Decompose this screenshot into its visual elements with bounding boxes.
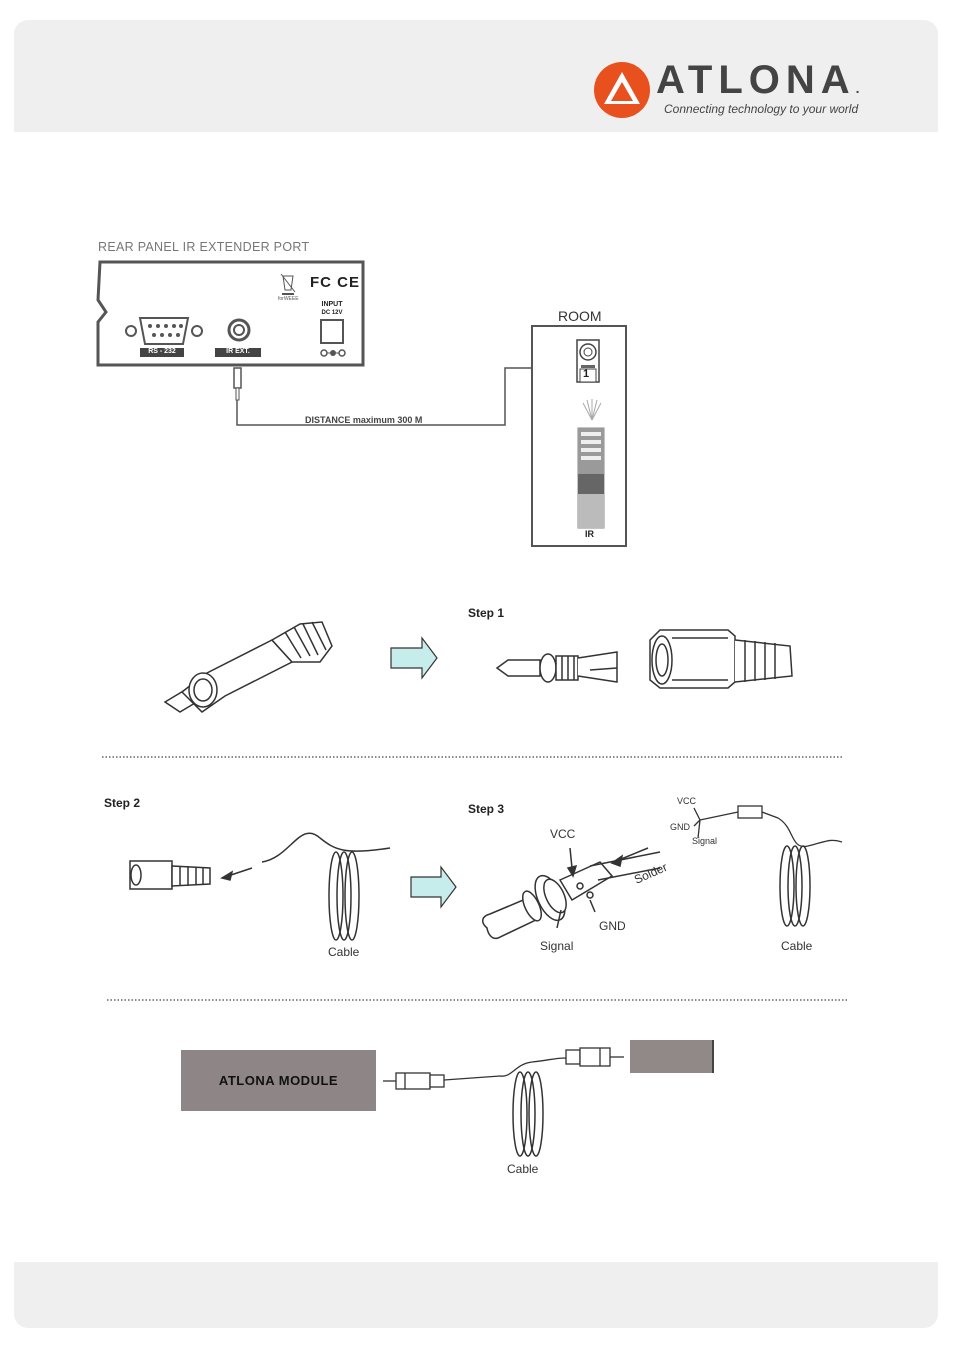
step2-label: Step 2 <box>104 796 141 810</box>
rear-panel <box>96 260 365 367</box>
disassembled-plug-illustration <box>495 651 618 683</box>
step3-signal-label: Signal <box>540 939 574 953</box>
remote-control-icon <box>577 427 605 529</box>
module-cable-illustration <box>383 1047 624 1090</box>
step1-label: Step 1 <box>468 606 505 620</box>
step2-cable-label: Cable <box>328 945 360 959</box>
room-box <box>531 325 627 547</box>
remote-label: IR <box>585 529 594 539</box>
step3-gnd-label: GND <box>599 919 626 933</box>
device-placeholder-box <box>630 1040 714 1073</box>
ir-receiver-icon <box>576 339 600 383</box>
step3-solder-illustration <box>482 847 661 940</box>
footer-band <box>14 1262 938 1328</box>
ir-ext-label: IR EXT. <box>226 348 250 355</box>
room-title: ROOM <box>558 308 602 324</box>
brand-tagline: Connecting technology to your world <box>664 102 859 116</box>
rs232-label: RS - 232 <box>148 348 176 355</box>
step3-label: Step 3 <box>468 802 505 816</box>
brand-registered: . <box>855 80 866 96</box>
atlona-emblem-icon <box>594 62 650 118</box>
step3-cable-illustration <box>693 805 843 848</box>
rear-panel-title: REAR PANEL IR EXTENDER PORT <box>98 240 310 254</box>
rs232-port-icon <box>125 317 203 357</box>
small-signal-label: Signal <box>692 836 718 846</box>
arrow-step1-icon <box>390 636 438 680</box>
distance-label: DISTANCE maximum 300 M <box>305 415 423 425</box>
step3-vcc-label: VCC <box>550 827 576 841</box>
small-vcc-label: VCC <box>677 796 697 806</box>
brand-name: ATLONA <box>656 58 856 102</box>
cable-coil-module-icon <box>512 1071 544 1157</box>
arrow-step2-icon <box>410 865 457 909</box>
header-band <box>14 20 938 132</box>
cable-coil-step2-icon <box>328 851 360 941</box>
module-cable-label: Cable <box>507 1162 539 1176</box>
ir-ext-jack-icon <box>215 318 261 357</box>
fc-ce-mark: FC CE <box>310 274 360 291</box>
module-label: ATLONA MODULE <box>218 1073 339 1088</box>
weee-mark-text: forWEEE <box>278 296 299 302</box>
step2-illustration <box>129 832 391 890</box>
receiver-number: 1 <box>583 368 590 380</box>
small-gnd-label: GND <box>670 822 690 832</box>
atlona-module-box: ATLONA MODULE <box>181 1050 376 1111</box>
ir-beam-icon <box>582 399 602 421</box>
cable-coil-step3-icon <box>779 845 811 927</box>
plug-sleeve-illustration <box>649 629 793 689</box>
input-label: INPUT <box>321 301 343 308</box>
weee-mark-icon <box>280 273 296 295</box>
atlona-logo: ATLONA. Connecting technology to your wo… <box>590 58 890 122</box>
input-voltage: DC 12V <box>321 310 343 316</box>
dc-input-icon <box>320 319 346 357</box>
step3-cable-label: Cable <box>781 939 813 953</box>
assembled-plug-illustration <box>163 621 333 713</box>
